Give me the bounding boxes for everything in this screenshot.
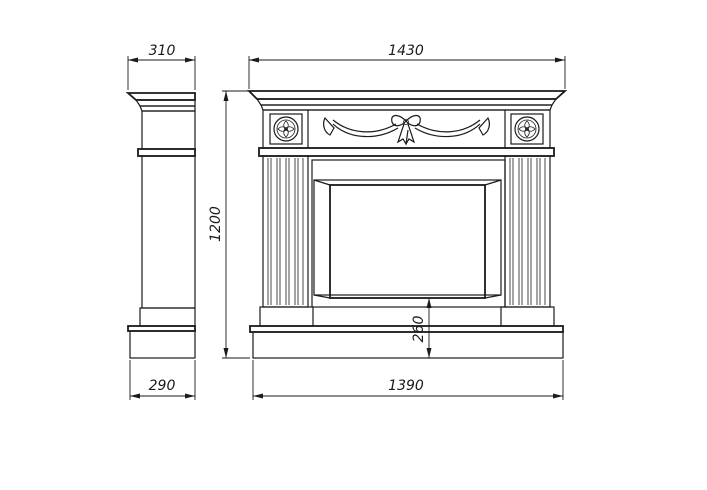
dim-label-front-width: 1430 <box>388 43 424 59</box>
side-view: 310 290 <box>125 43 196 400</box>
side-frieze <box>141 110 196 150</box>
side-base-cap <box>127 325 196 332</box>
side-plinth <box>139 307 196 327</box>
firebox-opening <box>311 159 506 308</box>
dim-label-base-width: 1390 <box>388 378 424 394</box>
dim-label-side-top: 310 <box>149 43 176 59</box>
front-mantel-band <box>258 147 555 157</box>
side-cornice-bottom <box>139 105 196 112</box>
rosette-left-ornament <box>269 113 303 145</box>
column-left <box>259 155 314 327</box>
side-base <box>129 330 196 359</box>
front-base <box>252 331 564 359</box>
side-cornice-top <box>125 92 196 101</box>
front-view: 1430 1390 260 <box>246 43 568 400</box>
column-right <box>500 155 555 327</box>
rosette-right-ornament <box>510 113 544 145</box>
dim-label-overall-height: 1200 <box>208 206 224 242</box>
front-cornice-top <box>246 90 568 100</box>
dim-label-side-base: 290 <box>149 378 176 394</box>
front-cornice-bottom <box>260 104 553 111</box>
front-base-cap <box>249 325 564 333</box>
side-band <box>137 148 196 157</box>
garland-bow-ornament <box>323 114 490 146</box>
dim-label-firebox-height: 260 <box>411 316 427 343</box>
height-dimension: 1200 <box>208 90 250 359</box>
side-column <box>141 155 196 309</box>
